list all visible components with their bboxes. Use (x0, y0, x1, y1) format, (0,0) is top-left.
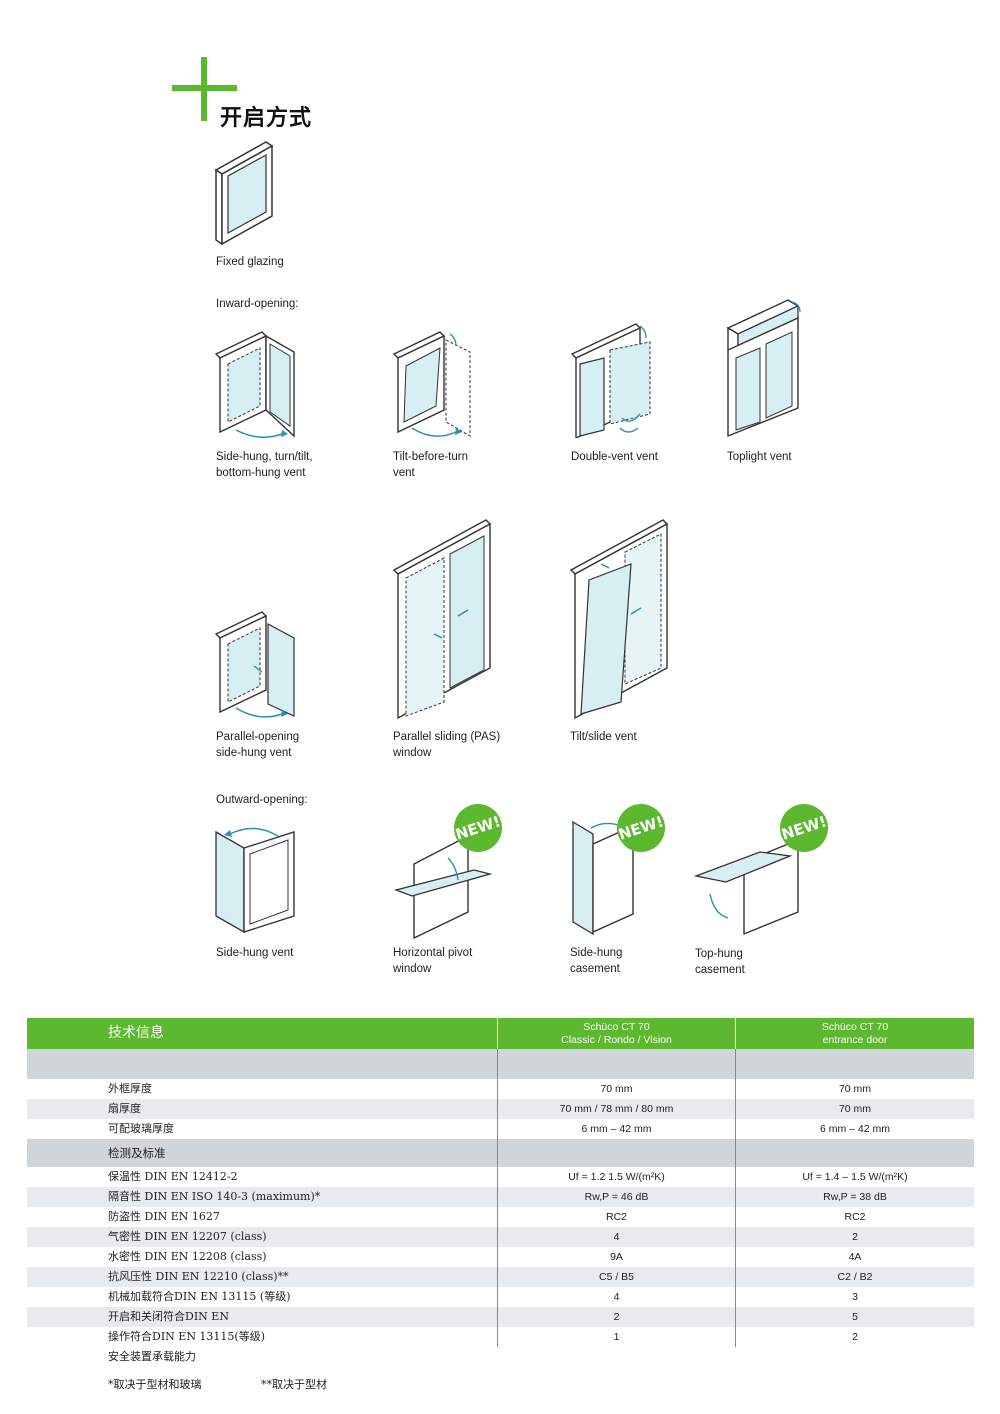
parallel-sliding-illustration (392, 518, 494, 720)
parallel-opening-label: Parallel-opening side-hung vent (216, 731, 300, 759)
toplight-vent-illustration (726, 298, 806, 438)
tilt-slide-illustration (569, 518, 671, 720)
table-row: 隔音性 DIN EN ISO 140-3 (maximum)*Rw,P = 46… (27, 1187, 974, 1207)
footnote-2: **取决于型材 (261, 1378, 327, 1391)
top-hung-casement-label: Top-hung casement (695, 948, 745, 976)
table-group-standards: 检测及标准 (27, 1139, 974, 1167)
header-col-classic: Schüco CT 70 Classic / Rondo / Vision (498, 1018, 736, 1049)
tilt-before-turn-label: Tilt-before-turn vent (393, 451, 468, 479)
fixed-glazing-label: Fixed glazing (216, 256, 284, 268)
table-group-blank (27, 1049, 974, 1079)
page-title: 开启方式 (220, 106, 313, 131)
parallel-opening-illustration (214, 610, 298, 722)
header-col-classic-line2: Classic / Rondo / Vision (561, 1034, 672, 1046)
header-tech-info: 技术信息 (27, 1018, 498, 1049)
side-hung-casement-illustration: NEW! (569, 800, 679, 940)
outward-heading: Outward-opening: (216, 794, 308, 806)
side-hung-vent-label: Side-hung vent (216, 947, 294, 959)
double-vent-illustration (570, 320, 656, 438)
table-row: 安全装置承载能力 (108, 1350, 196, 1363)
header-col-door: Schüco CT 70 entrance door (736, 1018, 974, 1049)
tech-info-table: 技术信息 Schüco CT 70 Classic / Rondo / Visi… (27, 1018, 974, 1367)
footnote-1: *取决于型材和玻璃 (108, 1378, 202, 1391)
side-hung-turn-tilt-illustration (214, 330, 298, 442)
parallel-sliding-label: Parallel sliding (PAS) window (393, 731, 501, 759)
top-hung-casement-illustration: NEW! (694, 800, 834, 940)
toplight-vent-label: Toplight vent (727, 451, 792, 463)
horizontal-pivot-illustration: NEW! (392, 800, 502, 940)
inward-heading: Inward-opening: (216, 298, 299, 310)
horizontal-pivot-label: Horizontal pivot window (393, 947, 473, 975)
header-col-door-line2: entrance door (822, 1034, 888, 1046)
fixed-glazing-illustration (214, 140, 274, 248)
tilt-before-turn-illustration (392, 330, 476, 442)
tilt-slide-label: Tilt/slide vent (570, 731, 637, 743)
double-vent-label: Double-vent vent (571, 451, 658, 463)
side-hung-casement-label: Side-hung casement (570, 947, 623, 975)
header-col-door-line1: Schüco CT 70 (821, 1021, 889, 1033)
side-hung-turn-tilt-label: Side-hung, turn/tilt, bottom-hung vent (216, 451, 313, 479)
side-hung-vent-illustration (214, 824, 298, 936)
table-header: 技术信息 Schüco CT 70 Classic / Rondo / Visi… (27, 1018, 974, 1049)
plus-icon-vertical (201, 57, 207, 121)
header-col-classic-line1: Schüco CT 70 (583, 1021, 650, 1033)
